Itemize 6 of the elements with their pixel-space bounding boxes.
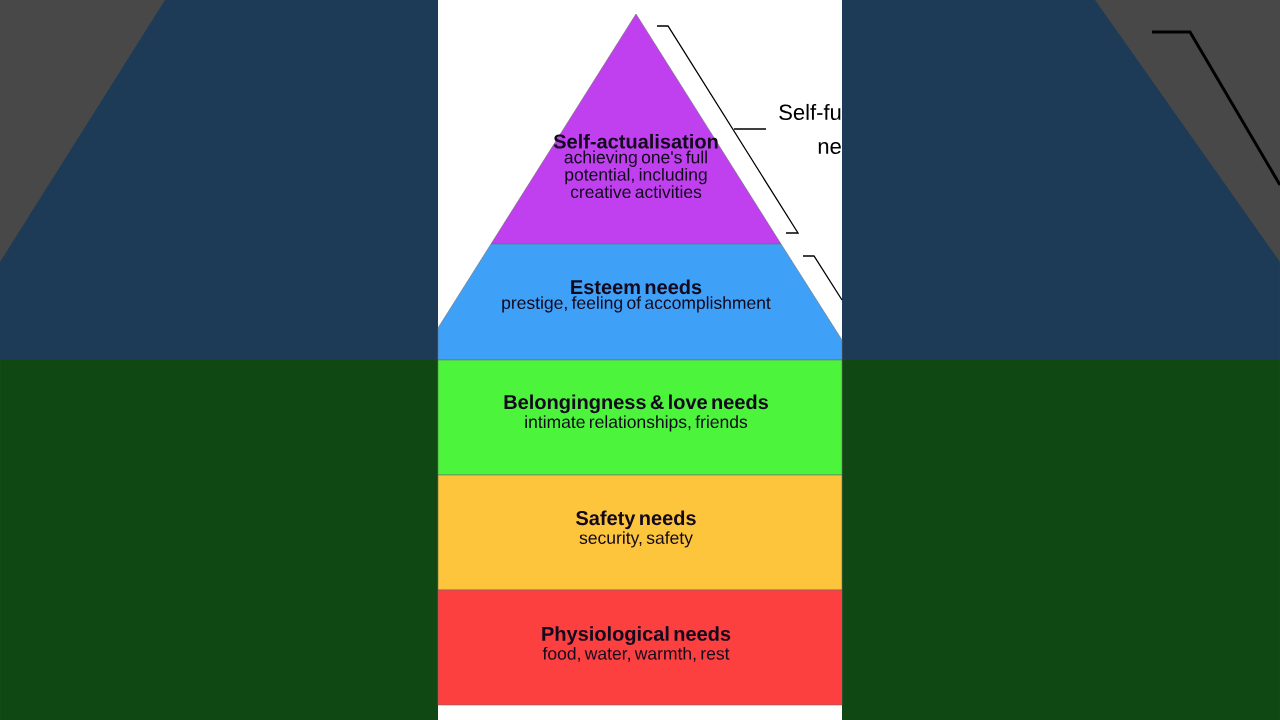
pyramid-level: Esteem needs prestige, feeling of accomplishment — [437, 243, 843, 361]
pyramid-level: Physiological needs food, water, warmth, rest — [437, 589, 843, 706]
pyramid-level: Safety needs security, safety — [437, 474, 843, 591]
pyramid-level: Belongingness & love needs intimate relationships, friends — [437, 359, 843, 476]
bracket-label: ne — [818, 141, 841, 155]
bracket-label: Self-fu — [779, 103, 841, 121]
